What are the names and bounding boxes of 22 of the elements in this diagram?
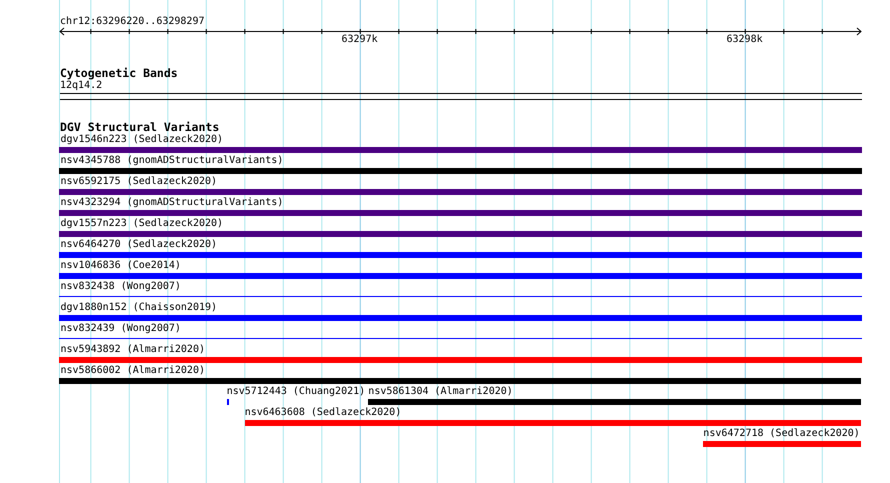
variant-label: nsv6472718 (Sedlazeck2020) [703,428,861,440]
tick-label: 63298k [726,34,763,46]
variant-label: dgv1546n223 (Sedlazeck2020) [60,134,224,146]
variant-label: nsv6464270 (Sedlazeck2020) [60,239,218,251]
variant-label: nsv6463608 (Sedlazeck2020) [244,407,402,419]
variant-label: nsv5861304 (Almarri2020) [368,386,514,398]
variant-label: dgv1880n152 (Chaisson2019) [60,302,218,314]
variant-label: nsv1046836 (Coe2014) [60,260,182,272]
band-label: 12q14.2 [60,80,104,92]
variant-label: nsv5712443 (Chuang2021) [226,386,366,398]
variant-label: nsv4323294 (gnomADStructuralVariants) [60,197,284,209]
variant-label: nsv832438 (Wong2007) [60,281,182,293]
variant-label: dgv1557n223 (Sedlazeck2020) [60,218,224,230]
variant-label: nsv5866002 (Almarri2020) [60,365,206,377]
variant-label: nsv832439 (Wong2007) [60,323,182,335]
track-title: DGV Structural Variants [60,121,220,134]
track-title: Cytogenetic Bands [60,67,178,80]
tick-label: 63297k [342,34,378,46]
variant-label: nsv5943892 (Almarri2020) [60,344,206,356]
coordinate-range: chr12:63296220..63298297 [60,16,204,28]
variant-label: nsv6592175 (Sedlazeck2020) [60,176,218,188]
variant-label: nsv4345788 (gnomADStructuralVariants) [60,155,284,167]
